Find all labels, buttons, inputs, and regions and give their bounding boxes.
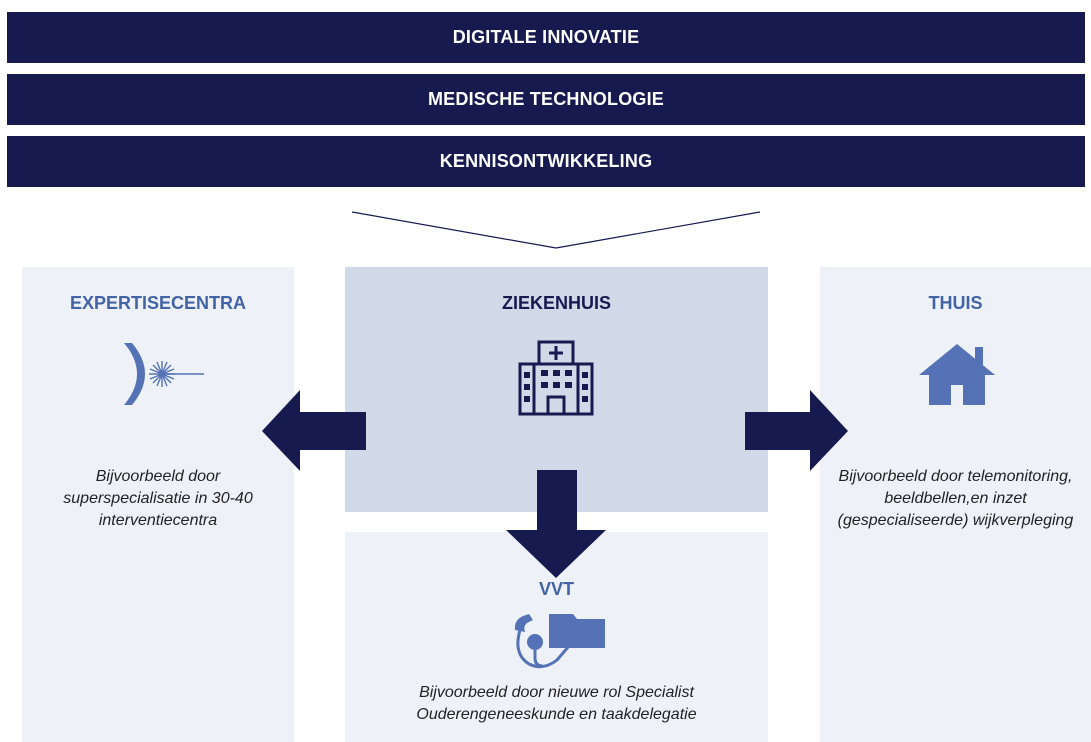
house-icon [919, 344, 995, 405]
funnel-line-right [555, 211, 761, 249]
panel-title: THUIS [928, 293, 983, 313]
panel-thuis: THUIS Bijvoorbeeld door telemonitoring, … [820, 267, 1091, 742]
arrow-right-icon [745, 390, 848, 471]
banner-digitale-innovatie: DIGITALE INNOVATIE [7, 12, 1085, 63]
hospital-icon [518, 340, 594, 416]
panel-title: ZIEKENHUIS [501, 293, 611, 313]
laser-icon [124, 343, 204, 405]
arrow-down-icon [506, 470, 606, 578]
panel-title: VVT [538, 579, 574, 599]
panel-title: EXPERTISECENTRA [69, 293, 247, 313]
funnel-line-left [351, 211, 557, 249]
banner-medische-technologie: MEDISCHE TECHNOLOGIE [7, 74, 1085, 125]
panel-description: Bijvoorbeeld door superspecialisatie in … [63, 468, 253, 529]
panel-description: Bijvoorbeeld door nieuwe rol Specialist … [416, 684, 697, 723]
panel-expertisecentra: EXPERTISECENTRA Bijvoorbeeld door supers… [22, 267, 294, 742]
panel-vvt: VVT Bijvoorbeeld door nieuwe rol Special… [345, 532, 768, 742]
banner-label: KENNISONTWIKKELING [439, 151, 653, 171]
banner-label: MEDISCHE TECHNOLOGIE [427, 89, 664, 109]
panel-description: Bijvoorbeeld door telemonitoring, beeldb… [837, 468, 1074, 529]
arrow-left-icon [262, 390, 366, 471]
blood-pressure-icon [514, 614, 605, 669]
banner-label: DIGITALE INNOVATIE [452, 27, 640, 47]
banner-kennisontwikkeling: KENNISONTWIKKELING [7, 136, 1085, 187]
